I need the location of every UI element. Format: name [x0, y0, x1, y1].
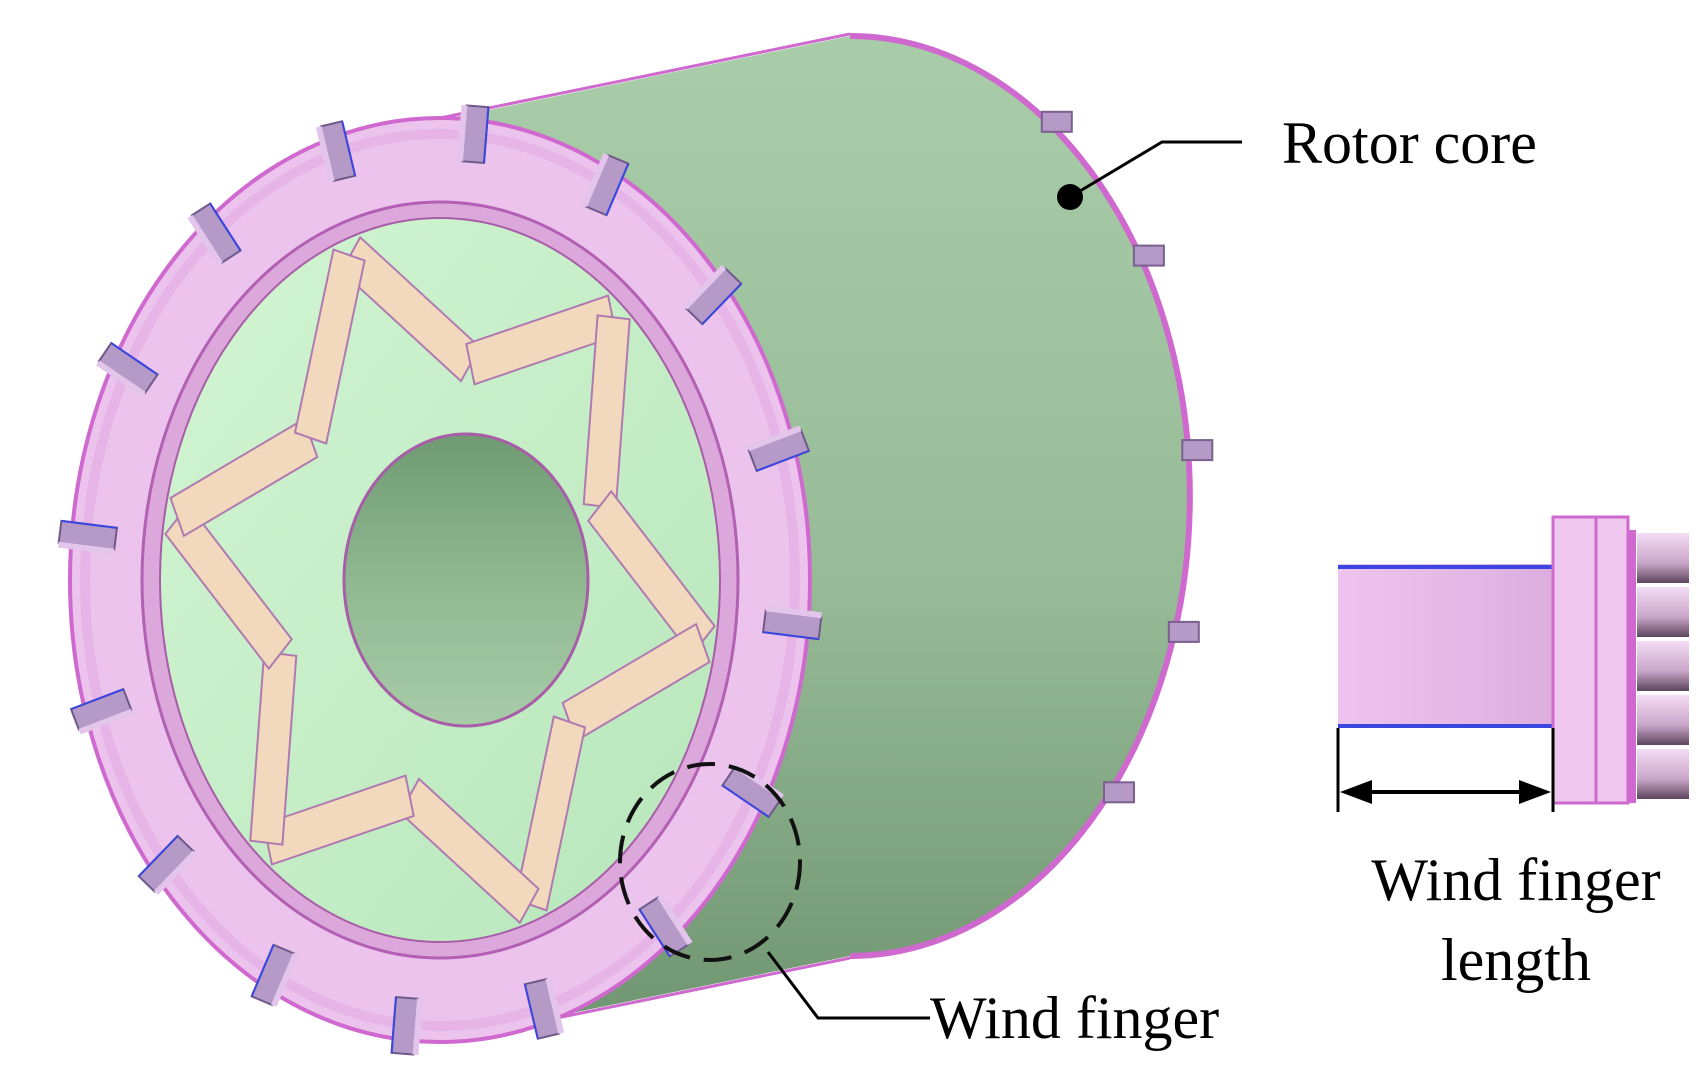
wind-finger-leader	[766, 951, 930, 1020]
side-view-inset: Wind finger length	[1336, 515, 1689, 993]
wind-finger-blue-edge	[70, 688, 124, 711]
wind-finger	[137, 834, 198, 895]
front-wind-fingers	[57, 104, 823, 1056]
highlight-circle	[618, 762, 802, 962]
wind-finger-top	[187, 214, 223, 266]
core-rib	[1637, 587, 1689, 637]
wind-finger-top	[78, 708, 133, 735]
inset-core-edge	[1628, 530, 1636, 803]
wind-finger	[315, 120, 357, 183]
wind-finger	[187, 202, 242, 266]
magnet-bar	[262, 774, 415, 866]
magnet-bar	[582, 314, 631, 510]
wind-finger-label: Wind finger	[930, 985, 1219, 1051]
wind-finger	[523, 977, 565, 1040]
wind-finger	[581, 153, 630, 217]
magnet-slots	[164, 235, 716, 925]
wind-finger	[69, 687, 133, 735]
wind-finger-length-label-line2: length	[1441, 927, 1591, 993]
back-wind-finger	[1181, 439, 1214, 462]
wind-finger	[96, 341, 159, 397]
dimension-arrow-right	[1519, 780, 1551, 804]
wind-finger-top	[153, 850, 198, 895]
dimension-arrow-left	[1340, 780, 1372, 804]
wind-finger-blue-edge	[605, 163, 630, 216]
wind-finger-blue-edge	[138, 835, 179, 877]
wind-finger-top	[657, 894, 693, 946]
wind-finger-blue-edge	[390, 996, 397, 1053]
rotor-core-label: Rotor core	[1282, 110, 1537, 176]
magnet-bar	[561, 622, 711, 743]
wind-finger-top	[581, 153, 610, 208]
wind-finger	[57, 519, 119, 555]
back-wind-finger	[1040, 110, 1073, 133]
wind-finger-top	[270, 952, 299, 1007]
shaft-bore	[342, 432, 590, 728]
wind-finger-top	[765, 605, 822, 619]
core-back-rim	[849, 33, 1193, 959]
wind-finger	[390, 995, 423, 1056]
inset-core-ribs	[1637, 533, 1689, 799]
wind-finger-top	[457, 105, 468, 162]
wind-finger-top	[96, 360, 146, 397]
wind-finger-top	[412, 998, 423, 1055]
back-wind-finger	[1132, 244, 1165, 267]
core-top-edge	[439, 32, 851, 120]
core-rib	[1637, 641, 1689, 691]
magnet-bar	[587, 489, 716, 657]
core-rib	[1637, 749, 1689, 799]
wind-finger-blue-edge	[721, 784, 770, 818]
inset-finger	[1338, 564, 1553, 726]
wind-finger-blue-edge	[483, 107, 490, 164]
wind-finger-blue-edge	[110, 342, 159, 376]
back-wind-finger	[1103, 781, 1135, 804]
wind-finger-top	[545, 977, 565, 1034]
core-rib	[1637, 533, 1689, 583]
wind-finger	[457, 104, 490, 165]
wind-finger-blue-edge	[762, 631, 819, 641]
magnet-bar	[293, 248, 366, 445]
rotor-core-leader	[1069, 140, 1242, 199]
magnet-bar	[164, 503, 293, 671]
magnet-bar	[514, 715, 587, 912]
core-rib	[1637, 695, 1689, 745]
wind-finger-top	[682, 265, 727, 310]
wind-finger	[747, 425, 811, 473]
back-wind-fingers	[1040, 110, 1214, 804]
end-ring-band	[80, 129, 800, 1031]
magnet-bar	[465, 294, 618, 386]
wind-finger	[682, 265, 743, 326]
wind-finger-blue-edge	[61, 519, 118, 529]
magnet-bar	[399, 777, 540, 925]
wind-finger-blue-edge	[756, 449, 810, 472]
wind-finger-blue-edge	[701, 283, 742, 325]
back-wind-finger	[1167, 620, 1200, 643]
wind-finger-length-label-line1: Wind finger	[1371, 847, 1660, 913]
wind-finger-blue-edge	[523, 984, 539, 1039]
wind-finger-blue-edge	[209, 202, 242, 252]
wind-finger	[761, 605, 823, 641]
wind-finger	[250, 943, 299, 1007]
wind-finger-top	[315, 126, 335, 183]
magnet-bar	[249, 650, 298, 846]
wind-finger-top	[58, 541, 115, 555]
inset-end-ring	[1551, 515, 1630, 805]
magnet-bar	[169, 417, 319, 538]
wind-finger-blue-edge	[250, 944, 275, 997]
wind-finger-blue-edge	[341, 121, 357, 176]
wind-finger-top	[747, 425, 802, 452]
